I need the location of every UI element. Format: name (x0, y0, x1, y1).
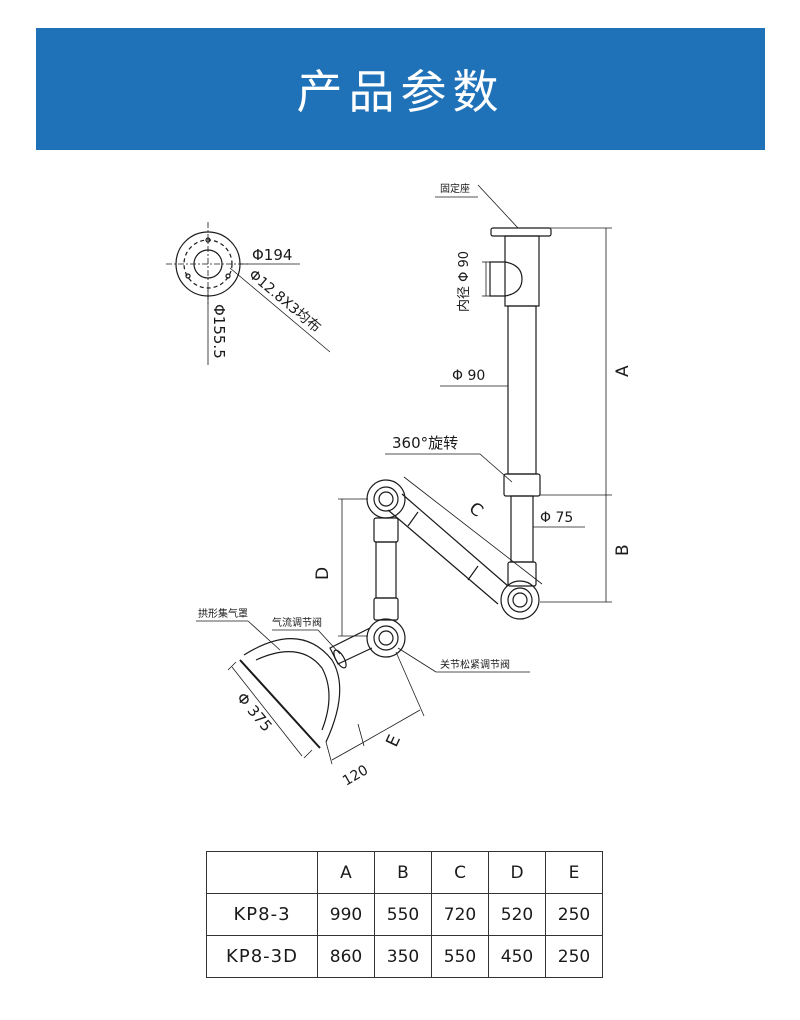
column-header: C (431, 851, 489, 894)
value-cell: 550 (431, 935, 489, 978)
bolt-holes-label: Φ12.8X3均布 (245, 267, 323, 336)
flange-top-view (166, 222, 331, 365)
rotation-label: 360°旋转 (392, 434, 458, 452)
joint-upper-left (366, 479, 406, 519)
vertical-arm (338, 498, 399, 637)
joint-lower-left (366, 618, 530, 673)
column-header: D (488, 851, 546, 894)
hood-label: 拱形集气罩 (198, 607, 248, 620)
bolt-circle-label: Φ155.5 (210, 304, 228, 359)
value-cell: 250 (545, 893, 603, 936)
page-title: 产品参数 (296, 65, 505, 119)
title-banner: 产品参数 (36, 28, 765, 150)
value-cell: 720 (431, 893, 489, 936)
mount-base (435, 184, 552, 307)
airflow-valve-label: 气流调节阀 (272, 616, 322, 629)
hood-neck (196, 620, 373, 669)
table-row: KP8-3D 860 350 550 450 250 (206, 935, 603, 978)
table-row: KP8-3 990 550 720 520 250 (206, 893, 603, 936)
model-cell: KP8-3 (206, 893, 318, 936)
value-cell: 860 (317, 935, 375, 978)
table-corner-cell (206, 851, 318, 894)
value-cell: 520 (488, 893, 546, 936)
column-header: B (374, 851, 432, 894)
product-drawing: 固定座 Φ194 Φ12.8X3均布 Φ155.5 内径 Φ 90 Φ 90 3… (166, 182, 633, 789)
upper-tube (385, 305, 541, 497)
table-header-row: A B C D E (206, 851, 603, 894)
value-cell: 250 (545, 935, 603, 978)
dimension-lines-ab (540, 227, 612, 603)
params-table: A B C D E KP8-3 990 550 720 520 250 KP8-… (206, 851, 603, 978)
dim-a-label: A (613, 365, 633, 377)
value-cell: 350 (374, 935, 432, 978)
column-header: E (545, 851, 603, 894)
inner-dia-label: 内径 Φ 90 (456, 251, 472, 312)
dim-c-label: C (465, 499, 487, 522)
value-cell: 450 (488, 935, 546, 978)
dim-b-label: B (613, 544, 633, 556)
diagonal-arm (387, 476, 543, 605)
tube-dia-90-label: Φ 90 (452, 368, 485, 384)
joint-lower-right (500, 580, 540, 620)
hood-depth-label: 120 (340, 762, 371, 789)
dim-e-label: E (382, 732, 405, 750)
dim-d-label: D (313, 567, 333, 580)
joint-valve-label: 关节松紧调节阀 (440, 658, 510, 671)
model-cell: KP8-3D (206, 935, 318, 978)
tube-dia-75-label: Φ 75 (540, 510, 573, 526)
lower-tube (507, 495, 585, 587)
base-label: 固定座 (440, 182, 470, 195)
arc-hood (227, 638, 425, 765)
base-dia-label: Φ194 (252, 246, 292, 264)
value-cell: 550 (374, 893, 432, 936)
column-header: A (317, 851, 375, 894)
value-cell: 990 (317, 893, 375, 936)
